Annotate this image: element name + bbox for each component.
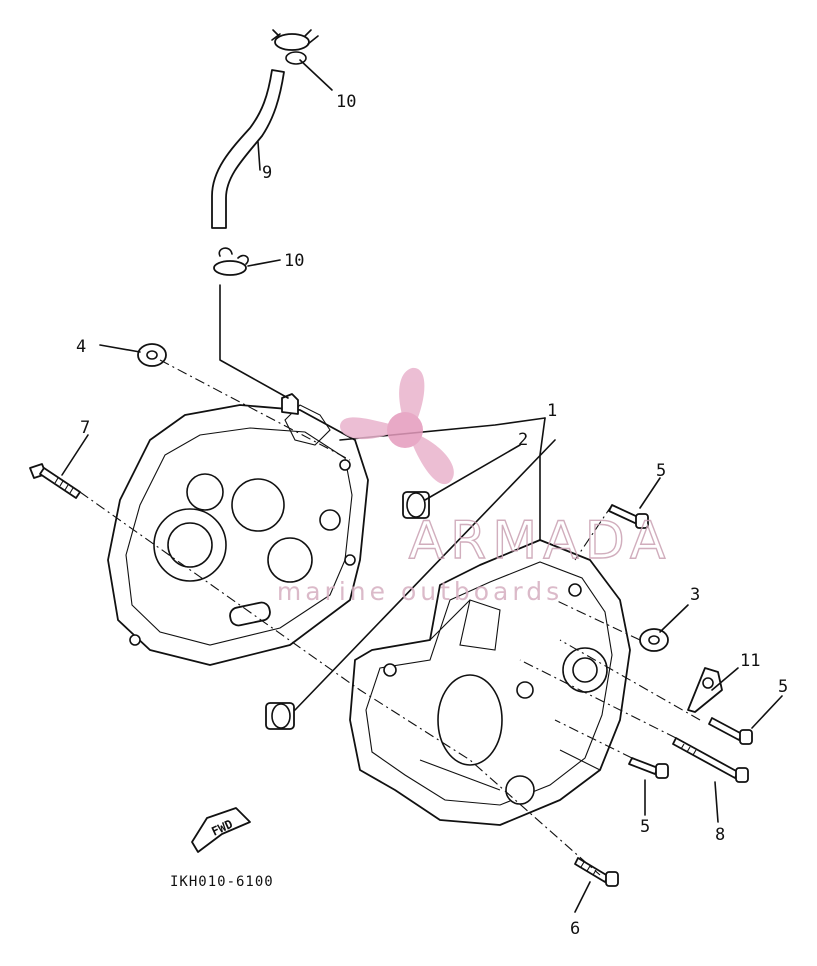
callout-labels: 1 2 3 4 5 5 5 6 7 8 9 10 10 11 (76, 92, 788, 939)
callout-label: 8 (715, 825, 725, 845)
bracket-plate-11 (687, 667, 723, 713)
propeller-logo (340, 367, 454, 485)
callout-label: 10 (284, 251, 304, 271)
crankcase-right (349, 539, 631, 826)
part-code: IKH010-6100 (170, 874, 274, 890)
callout-label: 9 (262, 163, 272, 183)
callout-label: 7 (80, 418, 90, 438)
bolt-5-top (608, 504, 649, 529)
callout-label: 2 (518, 430, 528, 450)
washer-4 (137, 343, 167, 367)
callout-label: 6 (570, 919, 580, 939)
callout-label: 11 (740, 651, 760, 671)
bolt-5-bottom (628, 757, 669, 779)
hose-clip-lower (213, 247, 249, 276)
crankcase-left (107, 393, 369, 666)
callout-label: 10 (336, 92, 356, 112)
bolt-7 (29, 463, 81, 499)
washer-3 (639, 628, 669, 652)
callout-label: 3 (690, 585, 700, 605)
armada-watermark: ARMADA marine outboards (277, 367, 672, 606)
breather-hose (211, 69, 285, 229)
bolt-8 (672, 737, 749, 783)
bolt-5-right (708, 717, 753, 745)
watermark-tagline: marine outboards (277, 577, 563, 606)
callout-label: 5 (656, 461, 666, 481)
dowel-pin-upper (402, 491, 430, 519)
watermark-brand: ARMADA (409, 511, 672, 571)
callout-label: 5 (778, 677, 788, 697)
callout-label: 1 (547, 401, 557, 421)
bolt-6 (574, 857, 619, 887)
callout-label: 4 (76, 337, 86, 357)
callout-label: 5 (640, 817, 650, 837)
fwd-arrow: FWD (191, 807, 251, 853)
dowel-pin-lower (265, 702, 295, 730)
